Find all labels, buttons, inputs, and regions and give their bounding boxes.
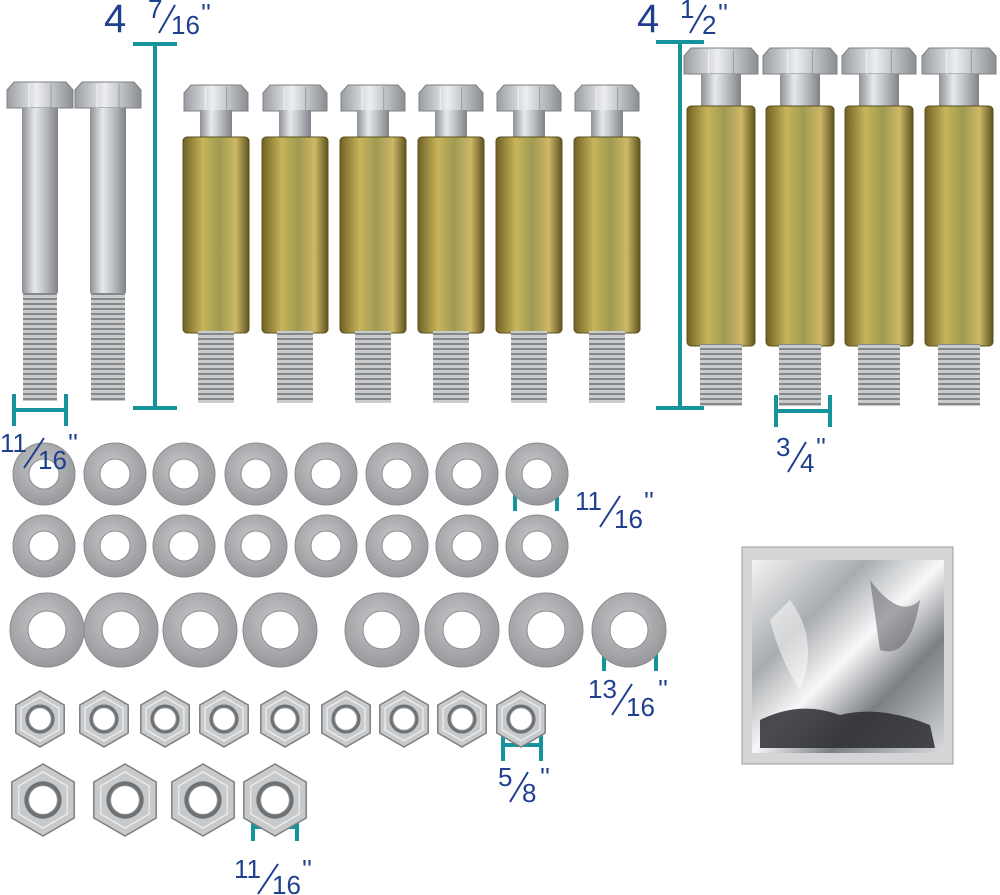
measure-bar [774, 395, 832, 427]
hex-nut-icon [379, 690, 429, 748]
svg-text:16: 16 [272, 870, 301, 895]
label-nut-large: 11 16 '' [234, 854, 312, 895]
flat-washer-icon [435, 442, 499, 506]
spacer-bolt-icon [182, 84, 250, 403]
svg-text:'': '' [816, 432, 826, 462]
label-bolt-short-diameter: 11 16 '' [0, 428, 78, 475]
flat-washer-icon [224, 442, 288, 506]
svg-text:11: 11 [575, 486, 602, 516]
flat-washer-icon [162, 592, 238, 668]
flat-washer-icon [224, 514, 288, 578]
svg-text:7: 7 [148, 0, 162, 24]
label-washer-large: 13 16 '' [588, 674, 668, 722]
spacer-bolt-icon [339, 84, 407, 403]
label-washer-small: 11 16 '' [575, 486, 654, 534]
label-bolt-long-length: 4 1 2 '' [637, 0, 728, 41]
hex-nut-icon [243, 763, 307, 837]
hex-nut-icon [15, 690, 65, 748]
svg-text:2: 2 [702, 10, 716, 40]
svg-text:'': '' [644, 486, 654, 516]
nut-group [11, 690, 546, 837]
flat-washer-icon [505, 514, 569, 578]
label-bolt-long-diameter: 3 4 '' [776, 432, 826, 478]
svg-text:1: 1 [680, 0, 694, 24]
flat-washer-icon [294, 514, 358, 578]
spacer-bolt-icon [417, 84, 485, 403]
spacer-bolt-icon [495, 84, 563, 403]
svg-text:4: 4 [637, 0, 659, 41]
flat-washer-icon [83, 442, 147, 506]
hex-nut-icon [93, 763, 157, 837]
svg-text:11: 11 [0, 428, 27, 458]
svg-text:16: 16 [171, 10, 200, 40]
svg-text:'': '' [68, 428, 78, 458]
spacer-bolt-icon [841, 47, 917, 406]
spacer-bolt-icon [261, 84, 329, 403]
spacer-bolt-icon [762, 47, 838, 406]
spacer-bolt-icon [921, 47, 997, 406]
svg-text:'': '' [658, 674, 668, 704]
label-nut-small: 5 8 '' [498, 762, 550, 808]
flat-washer-icon [344, 592, 420, 668]
hex-nut-icon [140, 690, 190, 748]
svg-text:5: 5 [498, 762, 512, 792]
flat-washer-icon [591, 592, 667, 668]
flat-washer-icon [505, 442, 569, 506]
svg-text:13: 13 [588, 674, 617, 704]
flat-washer-icon [12, 442, 76, 506]
label-bolt-short-length: 4 7 16 '' [104, 0, 211, 41]
measure-bar [12, 394, 68, 426]
hex-nut-icon [321, 690, 371, 748]
flat-washer-icon [365, 442, 429, 506]
svg-text:16: 16 [38, 445, 67, 475]
flat-washer-icon [365, 514, 429, 578]
spacer-bolt-icon [683, 47, 759, 406]
hex-nut-icon [199, 690, 249, 748]
flat-washer-icon [152, 442, 216, 506]
flat-washer-icon [83, 592, 159, 668]
hex-nut-icon [79, 690, 129, 748]
flat-washer-icon [242, 592, 318, 668]
flat-washer-icon [152, 514, 216, 578]
flat-washer-icon [435, 514, 499, 578]
washer-group [9, 442, 667, 668]
svg-text:8: 8 [522, 778, 536, 808]
svg-text:4: 4 [800, 448, 814, 478]
hex-bolt-icon [74, 81, 142, 401]
flat-washer-icon [83, 514, 147, 578]
measure-bar [656, 40, 704, 410]
svg-text:4: 4 [104, 0, 126, 41]
flat-washer-icon [508, 592, 584, 668]
bolt-group [6, 47, 997, 406]
svg-text:'': '' [302, 854, 312, 884]
flat-washer-icon [9, 592, 85, 668]
hex-nut-icon [171, 763, 235, 837]
svg-text:11: 11 [234, 854, 261, 884]
hex-nut-icon [496, 690, 546, 748]
svg-text:'': '' [718, 0, 728, 28]
flat-washer-icon [294, 442, 358, 506]
svg-text:3: 3 [776, 432, 790, 462]
svg-text:16: 16 [614, 504, 643, 534]
measure-bar [133, 42, 177, 410]
hex-nut-icon [437, 690, 487, 748]
hex-nut-icon [260, 690, 310, 748]
hex-bolt-icon [6, 81, 74, 401]
svg-text:16: 16 [626, 692, 655, 722]
flat-washer-icon [424, 592, 500, 668]
grease-packet-icon [741, 546, 954, 765]
hex-nut-icon [11, 763, 75, 837]
svg-text:'': '' [540, 762, 550, 792]
flat-washer-icon [12, 514, 76, 578]
spacer-bolt-icon [573, 84, 641, 403]
svg-text:'': '' [201, 0, 211, 28]
